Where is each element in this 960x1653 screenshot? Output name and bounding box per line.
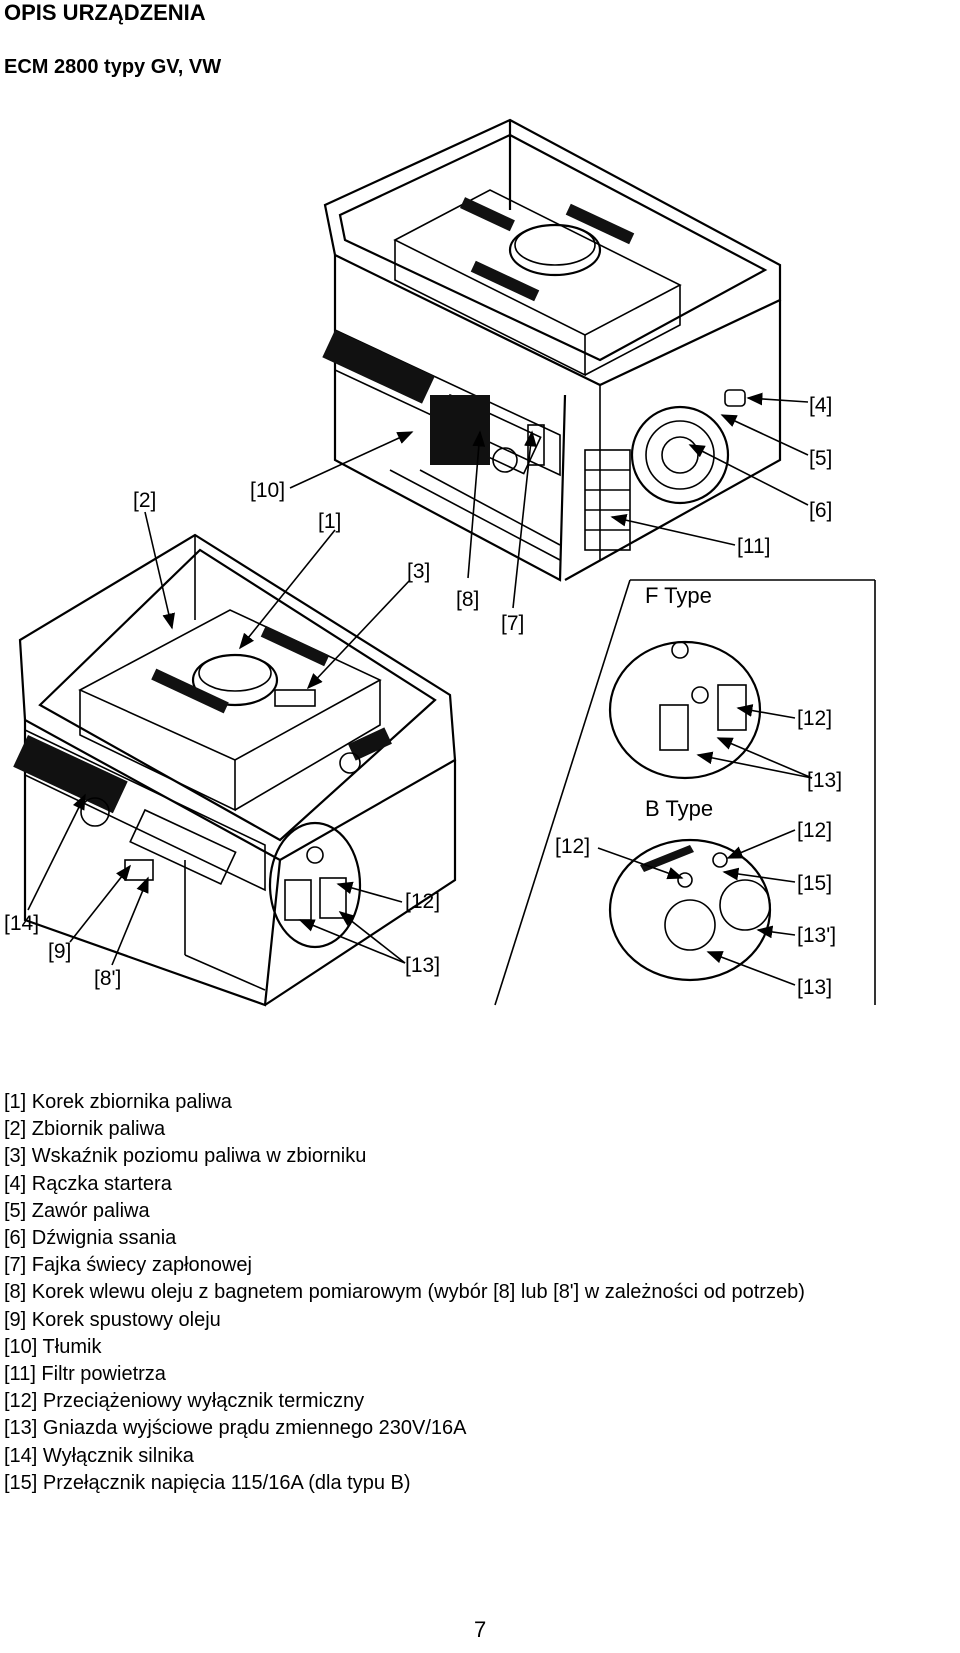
callout-11: [11] (737, 535, 770, 558)
callout-13-b: [13] (797, 976, 832, 999)
callout-2: [2] (133, 489, 156, 512)
callout-8: [8] (456, 588, 479, 611)
legend-item: [7] Fajka świecy zapłonowej (4, 1254, 252, 1277)
callout-12-b-right: [12] (797, 819, 832, 842)
callout-10: [10] (250, 479, 285, 502)
callout-6: [6] (809, 499, 832, 522)
divider-line-diagonal (494, 579, 631, 1006)
f-type-label: F Type (645, 583, 712, 608)
page-subtitle: ECM 2800 typy GV, VW (4, 56, 222, 78)
callout-12-b-left: [12] (555, 835, 590, 858)
callout-5: [5] (809, 447, 832, 470)
legend-item: [5] Zawór paliwa (4, 1199, 150, 1222)
callout-13-front: [13] (405, 954, 440, 977)
callout-13-prime: [13'] (797, 924, 836, 947)
legend-item: [10] Tłumik (4, 1335, 102, 1358)
b-type-panel (608, 838, 772, 982)
callout-3: [3] (407, 560, 430, 583)
legend-item: [2] Zbiornik paliwa (4, 1118, 166, 1141)
legend-item: [14] Wyłącznik silnika (4, 1444, 194, 1467)
callout-4: [4] (809, 394, 832, 417)
page-number: 7 (474, 1617, 487, 1642)
callout-13-f: [13] (807, 769, 842, 792)
legend-item: [13] Gniazda wyjściowe prądu zmiennego 2… (4, 1417, 467, 1440)
callout-15: [15] (797, 872, 832, 895)
legend-item: [6] Dźwignia ssania (4, 1227, 177, 1250)
legend-item: [15] Przełącznik napięcia 115/16A (dla t… (4, 1471, 411, 1494)
generator-rear-view (322, 118, 782, 582)
legend-item: [3] Wskaźnik poziomu paliwa w zbiorniku (4, 1145, 367, 1168)
callout-9: [9] (48, 940, 71, 963)
generator-diagram: [4] [5] [6] [11] [10] [2] [1] [3] [8] [7… (4, 118, 876, 1007)
legend-item: [4] Rączka startera (4, 1172, 172, 1195)
leader-lines (27, 392, 813, 986)
callout-14: [14] (4, 912, 39, 935)
callout-8-prime: [8'] (94, 967, 121, 990)
legend-item: [12] Przeciążeniowy wyłącznik termiczny (4, 1390, 365, 1413)
callout-12-f: [12] (797, 707, 832, 730)
f-type-panel (608, 640, 762, 780)
page-title: OPIS URZĄDZENIA (4, 0, 206, 25)
legend-item: [1] Korek zbiornika paliwa (4, 1091, 232, 1113)
callout-12-front: [12] (405, 890, 440, 913)
legend-item: [9] Korek spustowy oleju (4, 1308, 221, 1331)
legend-item: [11] Filtr powietrza (4, 1363, 166, 1386)
callout-1: [1] (318, 510, 341, 533)
callout-7: [7] (501, 612, 524, 635)
legend-item: [8] Korek wlewu oleju z bagnetem pomiaro… (4, 1281, 805, 1304)
generator-front-view (13, 533, 457, 1007)
parts-legend: [1] Korek zbiornika paliwa [2] Zbiornik … (4, 1089, 805, 1497)
b-type-label: B Type (645, 796, 713, 821)
